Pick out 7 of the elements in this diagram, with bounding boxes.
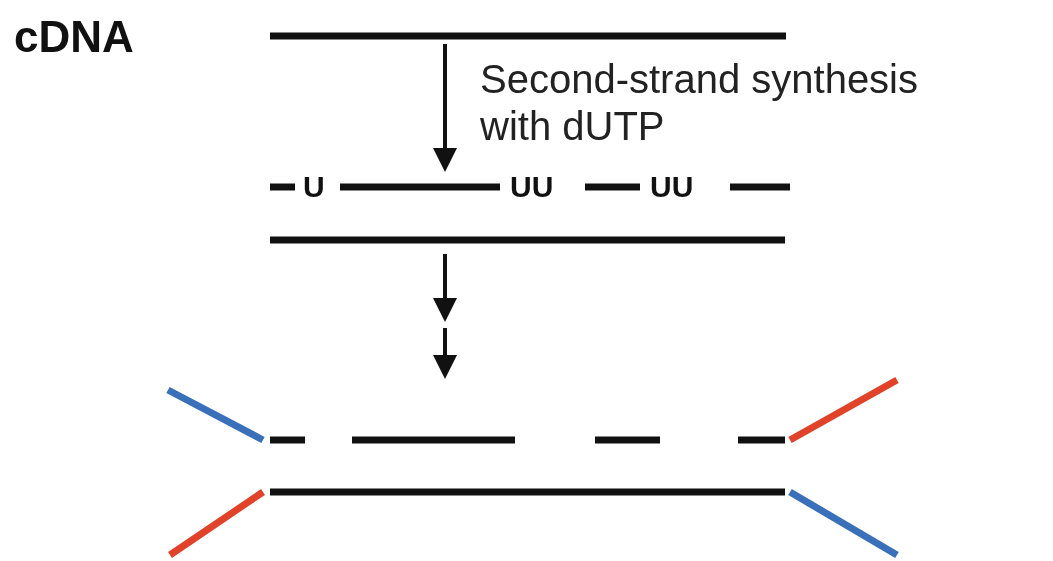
uracil-label: UU — [510, 170, 554, 204]
uracil-label: U — [303, 170, 325, 204]
strand-label: cDNA — [14, 12, 134, 62]
arrow — [433, 328, 457, 379]
uracil-label: UU — [650, 170, 694, 204]
arrow — [433, 44, 457, 172]
arrow — [433, 254, 457, 322]
